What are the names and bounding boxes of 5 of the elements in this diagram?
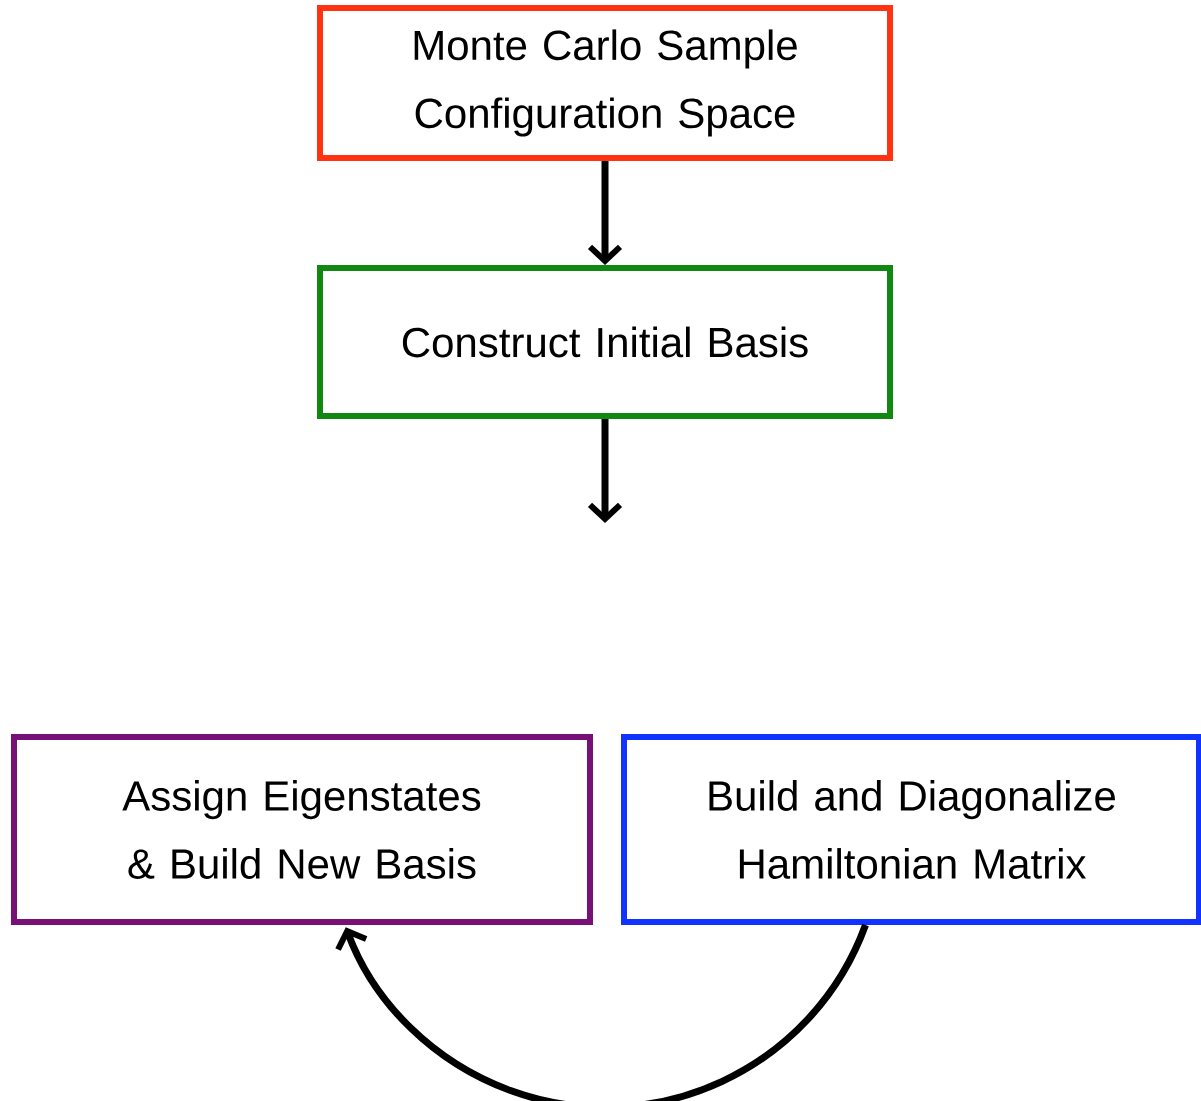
process-box: Assign Eigenstates & Build New Basis (11, 734, 593, 925)
process-box: Construct Initial Basis (317, 265, 893, 419)
process-box: Monte Carlo Sample Configuration Space (317, 5, 893, 161)
arrow (335, 923, 869, 1101)
process-box: Build and Diagonalize Hamiltonian Matrix (621, 734, 1201, 925)
